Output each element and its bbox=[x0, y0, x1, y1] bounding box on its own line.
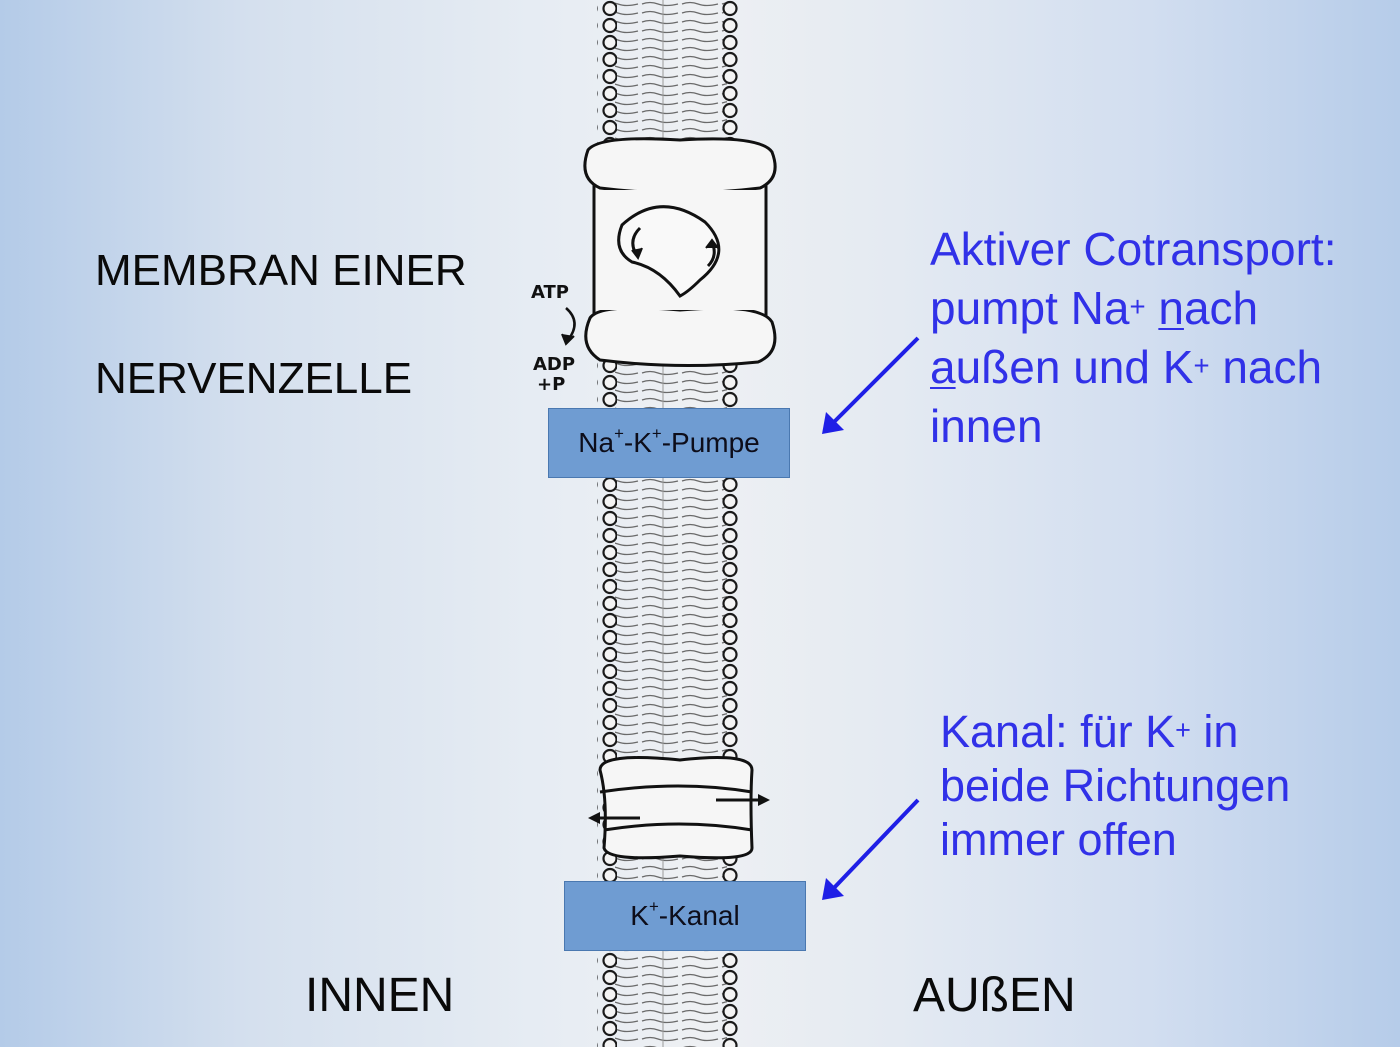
adp-text: ADP bbox=[533, 354, 575, 375]
pump-desc-line-2: pumpt Na+ nach bbox=[930, 282, 1259, 334]
pump-pointer-arrow bbox=[822, 336, 920, 434]
atp-text: ATP bbox=[531, 282, 569, 303]
pump-desc-line-3: außen und K+ nach bbox=[930, 341, 1323, 393]
kanal-desc-line-1: Kanal: für K+ in bbox=[940, 706, 1239, 757]
kanal-description: Kanal: für K+ in beide Richtungen immer … bbox=[940, 705, 1290, 867]
atp-conversion: ATP ADP +P bbox=[531, 282, 576, 395]
kanal-desc-line-3: immer offen bbox=[940, 814, 1177, 865]
pump-desc-line-4: innen bbox=[930, 400, 1043, 452]
kanal-label-text: K+-Kanal bbox=[630, 897, 740, 931]
title-line-2: NERVENZELLE bbox=[95, 354, 413, 403]
diagram-title: MEMBRAN EINER NERVENZELLE bbox=[95, 190, 467, 406]
pump-desc-line-1: Aktiver Cotransport: bbox=[930, 223, 1337, 275]
side-label-outside: AUßEN bbox=[913, 969, 1076, 1022]
kanal-pointer-arrow bbox=[822, 798, 920, 900]
title-line-1: MEMBRAN EINER bbox=[95, 246, 467, 295]
side-label-inside: INNEN bbox=[305, 969, 455, 1022]
p-text: +P bbox=[537, 374, 565, 395]
pump-label-text: Na+-K+-Pumpe bbox=[578, 424, 760, 458]
pump-label-box: Na+-K+-Pumpe bbox=[548, 408, 790, 478]
kanal-desc-line-2: beide Richtungen bbox=[940, 760, 1291, 811]
pump-protein bbox=[583, 137, 777, 368]
kanal-label-box: K+-Kanal bbox=[564, 881, 806, 951]
pump-description: Aktiver Cotransport: pumpt Na+ nach auße… bbox=[930, 220, 1336, 456]
channel-protein bbox=[588, 756, 770, 860]
